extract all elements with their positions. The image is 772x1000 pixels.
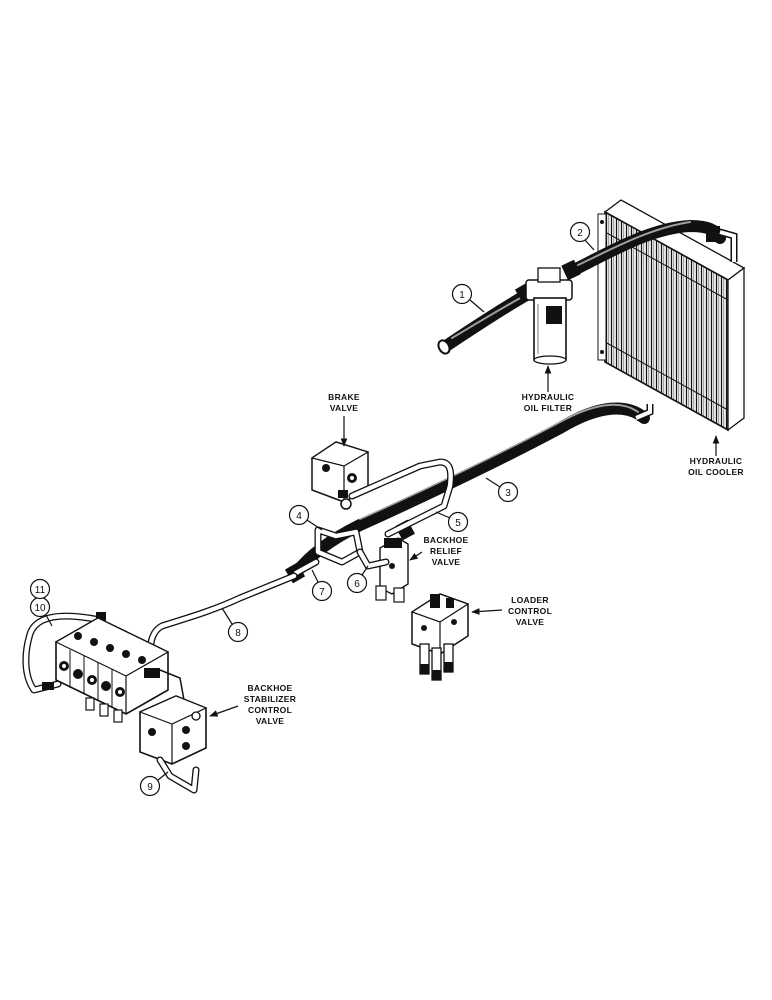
label-brake-valve-line2: VALVE	[330, 403, 359, 413]
label-relief-valve-line3: VALVE	[432, 557, 461, 567]
callout-7-text: 7	[319, 587, 325, 598]
callout-3: 3	[485, 477, 519, 503]
callout-1: 1	[451, 283, 485, 313]
hose-1	[437, 282, 536, 355]
tube-9	[156, 756, 200, 794]
label-backhoe-relief-valve: BACKHOE RELIEF VALVE	[409, 535, 468, 567]
label-relief-valve-line1: BACKHOE	[423, 535, 468, 545]
hose-2	[561, 219, 738, 281]
callout-6: 6	[346, 565, 369, 594]
label-oil-cooler-line2: OIL COOLER	[688, 467, 744, 477]
callout-11: 11	[29, 578, 51, 600]
label-relief-valve-line2: RELIEF	[430, 546, 462, 556]
label-oil-cooler-line1: HYDRAULIC	[690, 456, 743, 466]
label-stabilizer-valve-line3: CONTROL	[248, 705, 292, 715]
callout-9: 9	[139, 771, 169, 797]
callout-1-text: 1	[459, 290, 465, 301]
label-stabilizer-valve-line4: VALVE	[256, 716, 285, 726]
label-brake-valve: BRAKE VALVE	[328, 392, 360, 447]
hydraulic-oil-cooler	[597, 199, 746, 432]
tube-8	[146, 572, 298, 662]
callout-9-text: 9	[147, 782, 153, 793]
callout-11-text: 11	[35, 585, 46, 596]
label-loader-valve-line2: CONTROL	[508, 606, 552, 616]
callout-10: 10	[29, 596, 53, 627]
callout-8: 8	[221, 607, 249, 643]
label-loader-control-valve: LOADER CONTROL VALVE	[471, 595, 552, 627]
label-loader-valve-line1: LOADER	[511, 595, 549, 605]
label-stabilizer-valve-line1: BACKHOE	[247, 683, 292, 693]
label-oil-filter-line2: OIL FILTER	[524, 403, 573, 413]
backhoe-control-valve-bank	[54, 617, 185, 723]
label-oil-filter-line1: HYDRAULIC	[522, 392, 575, 402]
label-stabilizer-valve-line2: STABILIZER	[244, 694, 296, 704]
callout-6-text: 6	[354, 579, 360, 590]
hydraulic-oil-filter	[525, 267, 573, 365]
label-hydraulic-oil-filter: HYDRAULIC OIL FILTER	[522, 365, 575, 413]
callout-2: 2	[569, 221, 595, 251]
label-backhoe-stabilizer-control-valve: BACKHOE STABILIZER CONTROL VALVE	[209, 683, 296, 726]
callout-4-text: 4	[296, 511, 302, 522]
loader-control-valve	[410, 593, 470, 681]
callout-4: 4	[288, 504, 323, 531]
backhoe-stabilizer-control-valve	[138, 695, 208, 765]
label-hydraulic-oil-cooler: HYDRAULIC OIL COOLER	[688, 435, 744, 477]
tube-5	[348, 458, 455, 538]
callout-10-text: 10	[34, 603, 46, 614]
callout-5-text: 5	[455, 518, 461, 529]
label-loader-valve-line3: VALVE	[516, 617, 545, 627]
tube-7	[292, 558, 320, 577]
label-brake-valve-line1: BRAKE	[328, 392, 360, 402]
callout-3-text: 3	[505, 488, 511, 499]
callout-7: 7	[311, 569, 333, 602]
callout-2-text: 2	[577, 228, 583, 239]
backhoe-relief-valve	[375, 537, 409, 603]
callout-8-text: 8	[235, 628, 241, 639]
callout-5: 5	[435, 511, 469, 533]
brake-valve	[310, 441, 370, 510]
